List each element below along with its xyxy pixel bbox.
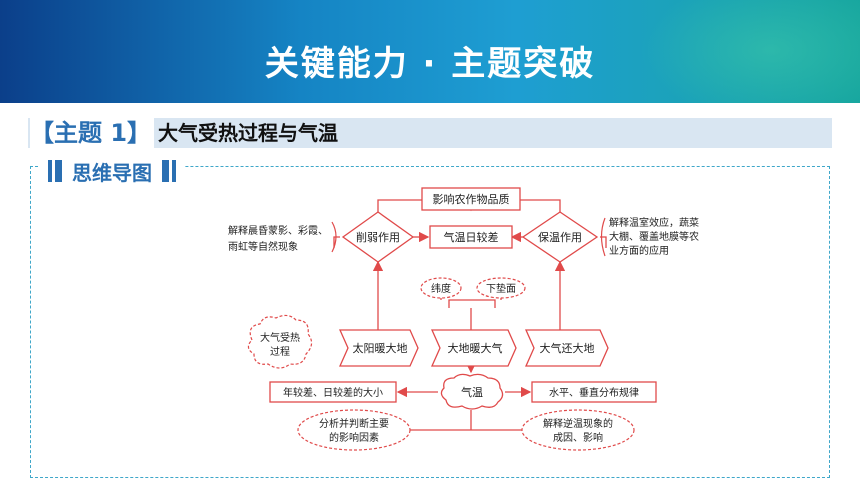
node-left-factor [269, 381, 397, 403]
bottom-right-line-2: 成因、影响 [553, 431, 603, 444]
keep-note-line-1: 解释温室效应，蔬菜 [609, 216, 699, 229]
bottom-left-line-2: 的影响因素 [329, 431, 379, 444]
node-latitude-label: 纬度 [431, 282, 451, 295]
bars-left-icon [46, 160, 64, 182]
section-label: 思维导图 [72, 160, 152, 185]
node-daily-range-label: 气温日较差 [444, 230, 499, 244]
topic-title: 大气受热过程与气温 [158, 121, 338, 145]
topic-bar [28, 118, 832, 148]
bottom-right-line-1: 解释逆温现象的 [543, 417, 613, 430]
section-tag: 思维导图 [40, 158, 184, 185]
node-crop-quality [421, 187, 521, 211]
node-right-factor [531, 381, 657, 403]
node-daily-range [429, 225, 513, 249]
node-right-factor-label: 水平、垂直分布规律 [549, 386, 639, 399]
node-sun-heats-ground-label: 太阳暖大地 [353, 341, 408, 355]
node-weaken [341, 211, 415, 263]
node-temperature-label: 气温 [461, 385, 483, 399]
title-banner: 关键能力 · 主题突破 [0, 0, 860, 103]
keep-note-line-3: 业方面的应用 [609, 244, 669, 257]
cloud-line-2: 过程 [270, 345, 290, 358]
node-analyze-factors [297, 409, 411, 451]
weaken-note-line-1: 解释晨昏蒙影、彩霞、 [228, 224, 328, 237]
node-weaken-label: 削弱作用 [356, 230, 400, 244]
node-crop-quality-label: 影响农作物品质 [433, 192, 510, 206]
node-process-cloud [247, 314, 313, 369]
node-surface-label: 下垫面 [486, 282, 516, 295]
node-air-returns-label: 大气还大地 [540, 341, 595, 355]
cloud-line-1: 大气受热 [260, 331, 300, 344]
node-sun-heats-ground [338, 329, 419, 367]
keep-note-line-2: 大棚、覆盖地膜等农 [609, 230, 699, 243]
node-temperature [440, 373, 504, 410]
node-air-returns [524, 329, 609, 367]
node-surface [476, 277, 526, 299]
node-ground-heats-air-label: 大地暖大气 [448, 341, 503, 355]
bars-right-icon [160, 160, 178, 182]
node-left-factor-label: 年较差、日较差的大小 [283, 386, 383, 399]
node-latitude [420, 277, 462, 299]
page-title: 关键能力 · 主题突破 [264, 44, 596, 84]
node-inversion [521, 409, 635, 451]
node-keep-warm-label: 保温作用 [538, 230, 582, 244]
node-ground-heats-air [430, 329, 517, 367]
mindmap-panel [30, 166, 830, 478]
node-keep-warm [521, 211, 599, 263]
bottom-left-line-1: 分析并判断主要 [319, 417, 389, 430]
topic-tag: 【主题 1】 [30, 118, 154, 148]
weaken-note-line-2: 雨虹等自然现象 [228, 240, 298, 253]
